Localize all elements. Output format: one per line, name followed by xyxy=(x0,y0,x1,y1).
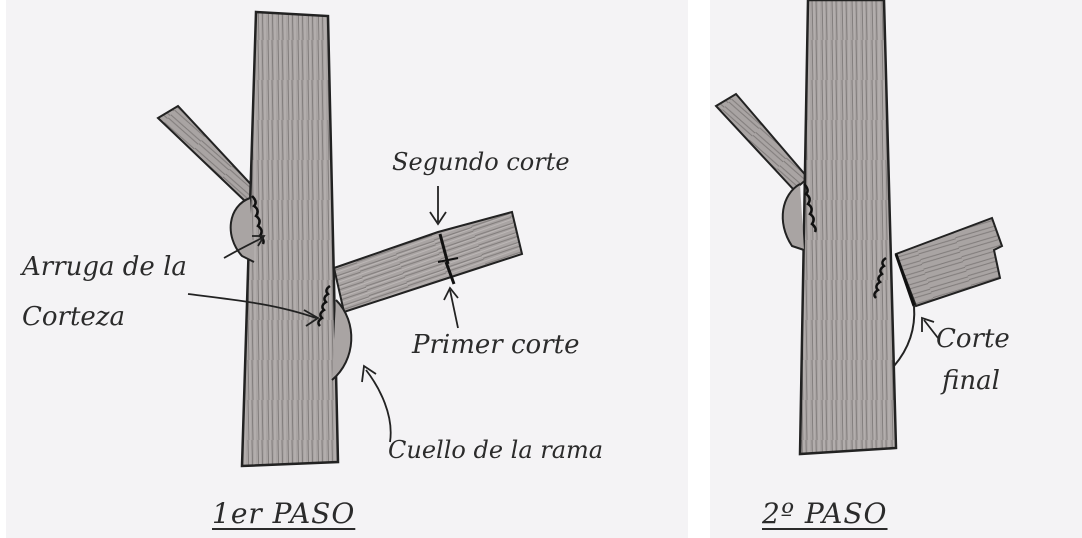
step-1-title: 1er PASO xyxy=(212,497,356,530)
final-cut-line xyxy=(894,253,916,307)
label-segundo-corte: Segundo corte xyxy=(392,148,570,176)
branch-collar xyxy=(331,299,353,381)
first-cut-mark xyxy=(444,261,456,285)
label-primer-corte: Primer corte xyxy=(412,330,580,360)
step-2-panel: Corte final 2º PASO xyxy=(710,0,1082,538)
annotation-arrows xyxy=(187,186,459,443)
label-arruga-line2: Corteza xyxy=(22,302,126,332)
bark-ridge-left xyxy=(803,183,817,233)
branch-collar-left xyxy=(781,183,805,251)
bark-ridge-right xyxy=(873,256,887,299)
step-2-title: 2º PASO xyxy=(762,497,888,530)
label-corte-line2: final xyxy=(942,366,1000,396)
annotation-arrows xyxy=(921,316,939,339)
label-corte-line1: Corte xyxy=(936,324,1010,354)
bark-ridge-right xyxy=(317,284,331,327)
second-cut-mark xyxy=(438,233,450,265)
step-1-panel: Segundo corte Arruga de la Corteza Prime… xyxy=(6,0,688,538)
left-branch xyxy=(714,92,810,192)
branch-collar xyxy=(893,305,916,367)
trunk xyxy=(798,0,898,456)
step-2-drawing xyxy=(714,0,1004,456)
cut-branch-piece xyxy=(894,216,1004,308)
label-cuello-de-la-rama: Cuello de la rama xyxy=(388,436,604,464)
right-branch xyxy=(332,210,524,314)
left-branch xyxy=(156,104,260,204)
label-arruga-line1: Arruga de la xyxy=(22,252,187,282)
step-1-drawing xyxy=(156,10,524,468)
trunk xyxy=(240,10,340,468)
